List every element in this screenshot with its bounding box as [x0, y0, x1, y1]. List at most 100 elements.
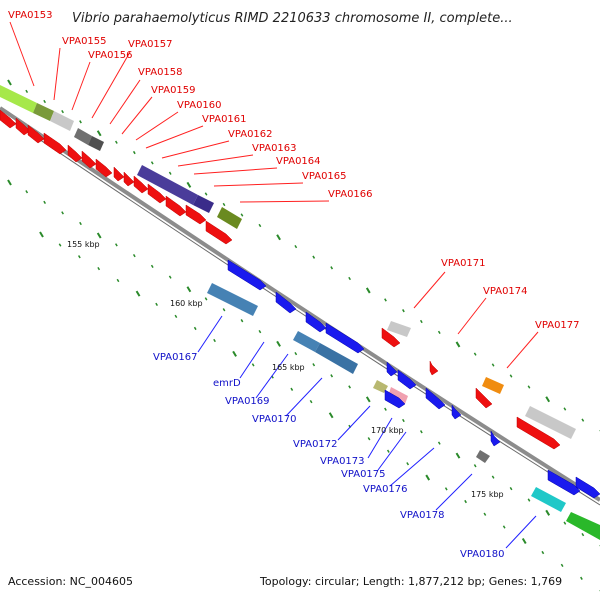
leader-line: [53, 47, 61, 101]
gene-arrow[interactable]: [384, 389, 406, 409]
gene-arrow[interactable]: [425, 387, 446, 410]
tick-mark: [150, 161, 154, 165]
tick-mark: [25, 89, 29, 93]
gene-feature[interactable]: [88, 136, 104, 151]
gene-label[interactable]: VPA0174: [483, 286, 528, 297]
tick-mark: [367, 437, 371, 441]
gene-feature[interactable]: [33, 103, 54, 121]
gene-feature[interactable]: [207, 283, 258, 316]
gene-label[interactable]: VPA0177: [535, 320, 580, 331]
gene-label[interactable]: VPA0175: [341, 469, 386, 480]
gene-arrow[interactable]: [147, 183, 167, 204]
gene-feature[interactable]: [315, 343, 358, 374]
tick-mark: [502, 525, 506, 529]
gene-label[interactable]: VPA0170: [252, 414, 297, 425]
gene-arrow[interactable]: [429, 360, 439, 376]
gene-feature[interactable]: [531, 487, 566, 512]
gene-label[interactable]: VPA0162: [228, 129, 273, 140]
gene-feature[interactable]: [566, 512, 600, 540]
gene-arrow[interactable]: [475, 387, 493, 409]
gene-label[interactable]: VPA0169: [225, 396, 270, 407]
gene-arrow[interactable]: [43, 132, 67, 155]
gene-arrow[interactable]: [381, 327, 401, 348]
gene-arrow[interactable]: [397, 369, 417, 390]
gene-label[interactable]: VPA0163: [252, 143, 297, 154]
gene-label[interactable]: VPA0176: [363, 484, 408, 495]
gene-arrow[interactable]: [275, 291, 297, 314]
gene-arrow[interactable]: [227, 259, 267, 291]
gene-feature[interactable]: [0, 85, 37, 113]
gene-feature[interactable]: [193, 195, 214, 213]
gene-label[interactable]: VPA0159: [151, 85, 196, 96]
gene-label[interactable]: VPA0164: [276, 156, 321, 167]
gene-label[interactable]: VPA0157: [128, 39, 173, 50]
gene-arrow[interactable]: [451, 404, 462, 420]
gene-arrow[interactable]: [386, 361, 398, 377]
gene-label[interactable]: VPA0173: [320, 456, 365, 467]
scale-label: 160 kbp: [170, 299, 203, 308]
gene-arrow[interactable]: [547, 469, 581, 496]
gene-feature[interactable]: [482, 377, 504, 394]
gene-arrow[interactable]: [165, 195, 187, 217]
tick-mark: [58, 243, 62, 247]
tick-mark: [77, 255, 81, 259]
gene-label[interactable]: VPA0178: [400, 510, 445, 521]
tick-marks: [7, 79, 600, 592]
gene-arrow[interactable]: [205, 220, 233, 245]
gene-label[interactable]: VPA0172: [293, 439, 338, 450]
gene-label[interactable]: VPA0180: [460, 549, 505, 560]
gene-label[interactable]: VPA0156: [88, 50, 133, 61]
gene-feature[interactable]: [373, 380, 388, 393]
tick-mark: [114, 140, 118, 144]
tick-mark: [193, 326, 197, 331]
tick-mark: [384, 298, 387, 302]
gene-feature[interactable]: [137, 165, 198, 205]
gene-arrow[interactable]: [185, 204, 207, 225]
gene-label[interactable]: VPA0167: [153, 352, 198, 363]
gene-arrow[interactable]: [27, 124, 45, 144]
gene-label[interactable]: VPA0166: [328, 189, 373, 200]
gene-arrow[interactable]: [516, 416, 561, 450]
tick-mark: [240, 213, 244, 217]
gene-arrow[interactable]: [325, 322, 365, 354]
gene-arrow[interactable]: [133, 175, 149, 194]
gene-label[interactable]: VPA0153: [8, 10, 53, 21]
gene-feature[interactable]: [74, 128, 92, 145]
tick-mark: [527, 385, 531, 389]
gene-arrow[interactable]: [575, 476, 600, 499]
gene-arrow[interactable]: [0, 109, 17, 129]
tick-mark: [116, 278, 120, 283]
gene-feature[interactable]: [50, 111, 74, 131]
tick-mark: [330, 266, 334, 270]
gene-arrow[interactable]: [81, 150, 97, 169]
gene-feature[interactable]: [293, 331, 320, 352]
tick-mark: [521, 537, 527, 545]
gene-feature[interactable]: [388, 387, 408, 404]
tick-mark: [580, 576, 583, 580]
label-leaders: [9, 21, 539, 549]
gene-arrow[interactable]: [95, 158, 113, 178]
tick-mark: [204, 192, 208, 196]
gene-label[interactable]: VPA0165: [302, 171, 347, 182]
leader-line: [71, 61, 91, 111]
gene-label[interactable]: VPA0158: [138, 67, 183, 78]
gene-feature[interactable]: [476, 450, 490, 463]
gene-arrow[interactable]: [123, 171, 135, 187]
forward-gene-labels: VPA0153 VPA0155 VPA0157 VPA0156 VPA0158 …: [8, 10, 580, 331]
gene-arrow[interactable]: [67, 144, 83, 163]
gene-label[interactable]: VPA0161: [202, 114, 247, 125]
gene-feature[interactable]: [387, 321, 411, 337]
gene-arrow[interactable]: [305, 311, 327, 333]
gene-arrow[interactable]: [15, 117, 31, 136]
gene-label[interactable]: VPA0155: [62, 36, 107, 47]
gene-label[interactable]: VPA0171: [441, 258, 486, 269]
gene-arrow[interactable]: [113, 166, 125, 182]
leader-line: [435, 473, 473, 511]
gene-feature[interactable]: [525, 406, 576, 439]
gene-arrow[interactable]: [490, 430, 501, 447]
gene-label[interactable]: emrD: [213, 378, 241, 389]
scale-label: 170 kbp: [371, 426, 404, 435]
gene-label[interactable]: VPA0160: [177, 100, 222, 111]
tick-mark: [155, 302, 159, 307]
gene-feature[interactable]: [217, 207, 242, 229]
